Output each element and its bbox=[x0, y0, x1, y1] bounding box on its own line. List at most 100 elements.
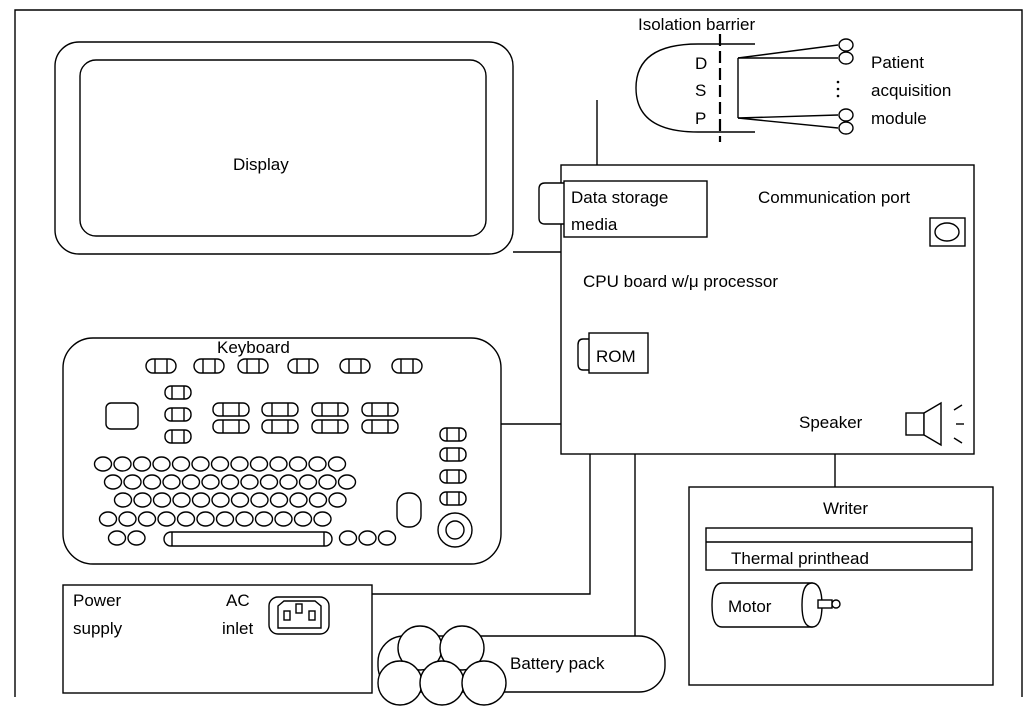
keyboard-round-key bbox=[288, 456, 308, 472]
keyboard-round-key bbox=[107, 530, 127, 546]
keyboard-round-key bbox=[157, 511, 176, 527]
keyboard-round-key bbox=[220, 474, 240, 490]
data-storage-slot bbox=[538, 182, 564, 225]
keyboard-round-key bbox=[338, 530, 358, 546]
keyboard-round-key bbox=[181, 474, 201, 490]
keyboard-round-key bbox=[259, 474, 279, 490]
keyboard-round-key bbox=[274, 511, 293, 527]
keyboard-round-key bbox=[162, 474, 181, 490]
motor-label: Motor bbox=[728, 597, 772, 616]
speaker-icon bbox=[905, 401, 964, 447]
communication-port-label: Communication port bbox=[758, 188, 910, 207]
keyboard-round-key bbox=[172, 492, 191, 508]
keyboard-round-key bbox=[328, 492, 347, 508]
keyboard-round-key bbox=[254, 511, 274, 527]
isolation-barrier-label: Isolation barrier bbox=[638, 15, 756, 34]
dsp-letter-d: D bbox=[695, 54, 707, 73]
keyboard-round-key bbox=[358, 530, 377, 546]
keyboard-round-key bbox=[176, 511, 196, 527]
keyboard-round-key bbox=[118, 511, 137, 527]
keyboard-round-key bbox=[191, 492, 211, 508]
keyboard-round-key bbox=[113, 492, 133, 508]
keyboard-round-key bbox=[269, 492, 289, 508]
keyboard-round-key bbox=[127, 530, 146, 546]
rom-socket bbox=[577, 338, 589, 371]
ac-inlet-label-1: AC bbox=[226, 591, 250, 610]
keyboard-round-key bbox=[250, 492, 269, 508]
keyboard-tall-key bbox=[396, 492, 422, 528]
keyboard-column-keys bbox=[164, 385, 192, 444]
thermal-printhead-box bbox=[705, 527, 973, 571]
patient-module-label-3: module bbox=[871, 109, 927, 128]
power-supply: Power supply AC inlet bbox=[62, 584, 373, 694]
cpu-board: Data storage media Communication port CP… bbox=[538, 164, 975, 455]
keyboard-round-key bbox=[201, 474, 220, 490]
battery-pack-label: Battery pack bbox=[510, 654, 605, 673]
patient-module-label-2: acquisition bbox=[871, 81, 951, 100]
electrode-4 bbox=[838, 121, 854, 135]
keyboard-round-key bbox=[249, 456, 269, 472]
thermal-printhead-label: Thermal printhead bbox=[731, 549, 869, 568]
dsp-letter-p: P bbox=[695, 109, 706, 128]
keyboard-round-key bbox=[318, 474, 337, 490]
keyboard-round-key bbox=[132, 456, 152, 472]
cpu-power-link bbox=[372, 454, 591, 595]
keyboard-round-key bbox=[123, 474, 142, 490]
display-label: Display bbox=[233, 155, 289, 174]
electrode-2 bbox=[838, 51, 854, 65]
keyboard-round-key bbox=[191, 456, 210, 472]
keyboard: Keyboard bbox=[62, 337, 502, 565]
electrode-3 bbox=[838, 108, 854, 122]
outer-frame bbox=[14, 9, 1023, 697]
keyboard-round-key bbox=[337, 474, 357, 490]
keyboard-round-key bbox=[313, 511, 332, 527]
dsp-module: Isolation barrier D S P Patient acquisit… bbox=[635, 15, 951, 142]
ac-inlet-icon bbox=[268, 596, 330, 635]
keyboard-round-key bbox=[377, 530, 397, 546]
electrode-1 bbox=[838, 38, 854, 52]
keyboard-round-key bbox=[152, 456, 171, 472]
rom-chip bbox=[588, 332, 649, 374]
keyboard-round-key bbox=[235, 511, 254, 527]
keyboard-label: Keyboard bbox=[217, 338, 290, 357]
keyboard-round-key bbox=[142, 474, 162, 490]
keyboard-mode-keys bbox=[212, 402, 399, 434]
cpu-board-label: CPU board w/μ processor bbox=[583, 272, 778, 291]
keyboard-round-key bbox=[133, 492, 152, 508]
display-unit: Display bbox=[54, 41, 514, 255]
keyboard-square-key bbox=[105, 402, 139, 430]
keyboard-round-key bbox=[327, 456, 347, 472]
keyboard-round-key bbox=[98, 511, 118, 527]
keyboard-round-key bbox=[113, 456, 132, 472]
keyboard-round-key bbox=[215, 511, 235, 527]
keyboard-round-key bbox=[230, 456, 249, 472]
speaker-label: Speaker bbox=[799, 413, 863, 432]
writer: Writer Thermal printhead Motor bbox=[688, 486, 994, 686]
keyboard-round-key bbox=[269, 456, 288, 472]
keyboard-round-key bbox=[308, 492, 328, 508]
keyboard-function-keys bbox=[145, 358, 423, 374]
dsp-letter-s: S bbox=[695, 81, 706, 100]
power-supply-label-1: Power bbox=[73, 591, 122, 610]
patient-module-label-1: Patient bbox=[871, 53, 924, 72]
data-storage-label-2: media bbox=[571, 215, 618, 234]
writer-label: Writer bbox=[823, 499, 868, 518]
keyboard-round-key bbox=[171, 456, 191, 472]
keyboard-round-key bbox=[289, 492, 308, 508]
keyboard-round-key bbox=[103, 474, 123, 490]
keyboard-round-key bbox=[211, 492, 230, 508]
keyboard-round-key bbox=[230, 492, 250, 508]
keyboard-round-key bbox=[152, 492, 172, 508]
ac-inlet-label-2: inlet bbox=[222, 619, 253, 638]
keyboard-round-key bbox=[308, 456, 327, 472]
battery-pack: Battery pack bbox=[377, 625, 666, 706]
keyboard-round-key bbox=[293, 511, 313, 527]
keyboard-alphanumeric-keys bbox=[93, 456, 397, 546]
communication-port-icon bbox=[934, 222, 960, 242]
keyboard-side-keys bbox=[439, 427, 467, 506]
rom-label: ROM bbox=[596, 347, 636, 366]
keyboard-round-key bbox=[137, 511, 157, 527]
keyboard-spacebar bbox=[163, 531, 333, 547]
keyboard-round-key bbox=[279, 474, 298, 490]
